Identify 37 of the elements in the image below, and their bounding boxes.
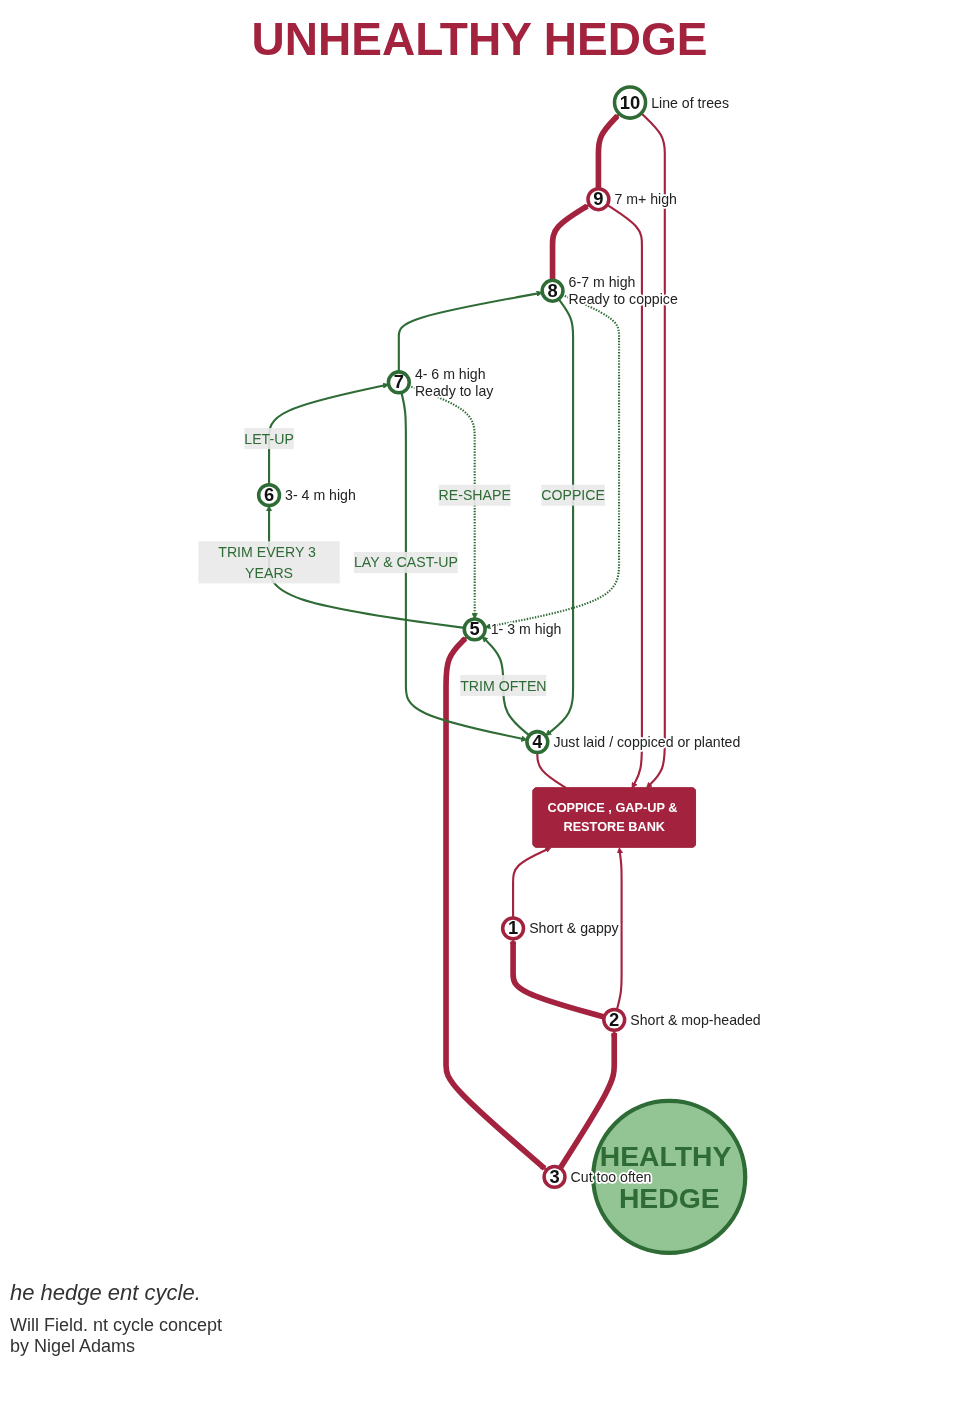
edge-label: TRIM OFTEN — [460, 677, 547, 694]
edge-label: COPPICE — [541, 487, 605, 503]
arrow — [408, 384, 478, 620]
edge-label: LET-UP — [244, 430, 294, 447]
edge-label: RE-SHAPE — [438, 487, 511, 503]
node-circle: 10 — [612, 85, 648, 120]
arrow — [549, 203, 590, 281]
node-circle: 5 — [462, 617, 487, 642]
diagram-title: UNHEALTHY HEDGE — [250, 14, 709, 64]
arrow — [545, 298, 575, 736]
arrow — [606, 204, 643, 789]
node-circle: 7 — [386, 370, 411, 395]
node-caption: 6-7 m high — [568, 274, 636, 291]
arrow — [595, 113, 620, 189]
node-circle: 4 — [525, 729, 550, 755]
node-circle: 6 — [256, 483, 282, 508]
node-circle: 2 — [602, 1007, 627, 1032]
node-caption: Short & mop-headed — [630, 1011, 761, 1028]
arrow — [509, 938, 605, 1020]
node-circle: 9 — [586, 187, 611, 212]
arrow — [615, 847, 624, 1011]
node-caption: Short & gappy — [529, 920, 619, 937]
node-caption: 4- 6 m high — [414, 365, 486, 382]
edge-label: LAY & CAST-UP — [353, 554, 458, 571]
node-caption: 1- 3 m high — [490, 621, 562, 638]
node-caption: Line of trees — [651, 94, 729, 111]
figure-caption: he hedge ent cycle. — [10, 1280, 201, 1306]
node-caption: 3- 4 m high — [285, 487, 356, 504]
node-circle: 1 — [500, 916, 526, 941]
arrow — [268, 382, 389, 485]
arrow — [640, 112, 666, 789]
node-circle: 8 — [540, 278, 565, 303]
node-caption: Ready to lay — [414, 382, 494, 399]
credit-note: Will Field. nt cycle concept by Nigel Adams — [10, 1315, 224, 1357]
node-circle: 3 — [542, 1164, 567, 1190]
arrow — [512, 847, 552, 918]
edge-label: TRIM EVERY 3 YEARS — [218, 543, 316, 581]
